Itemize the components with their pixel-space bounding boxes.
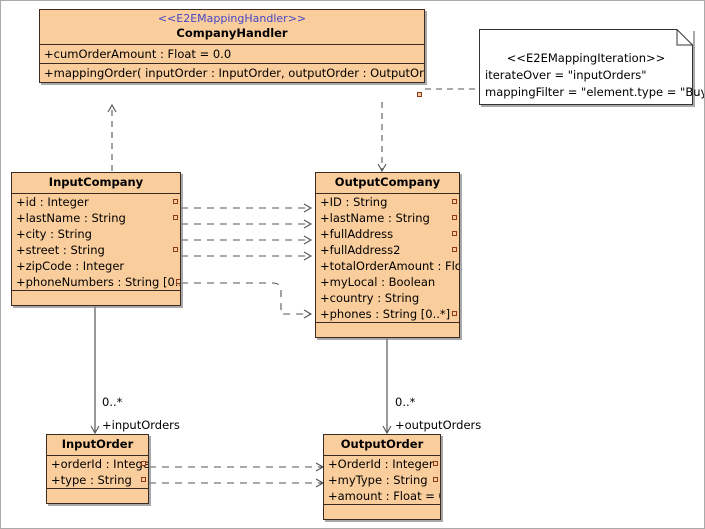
attribute-row[interactable]: +ID : String — [316, 194, 459, 210]
note-content: <<E2EMappingIteration>> iterateOver = "i… — [479, 50, 705, 101]
attribute-label: +fullAddress2 — [320, 243, 401, 257]
class-name: OutputOrder — [340, 437, 424, 451]
class-header-company-handler: <<E2EMappingHandler>> CompanyHandler — [40, 10, 424, 45]
class-output-company[interactable]: OutputCompany +ID : String +lastName : S… — [315, 172, 460, 338]
attribute-label: +country : String — [320, 291, 420, 305]
connector-port[interactable] — [452, 215, 457, 220]
attribute-row[interactable]: +myLocal : Boolean — [316, 274, 459, 290]
attributes-compartment: +ID : String +lastName : String +fullAdd… — [316, 194, 459, 323]
attribute-row[interactable]: +myType : String — [324, 472, 440, 488]
attribute-label: +zipCode : Integer — [16, 259, 125, 273]
connector-port[interactable] — [452, 231, 457, 236]
attribute-mapping-links-order — [149, 462, 325, 488]
connector-port[interactable] — [176, 279, 180, 284]
class-stereotype: <<E2EMappingHandler>> — [157, 12, 307, 25]
attributes-compartment: +id : Integer +lastName : String +city :… — [12, 194, 180, 291]
attribute-row[interactable]: +totalOrderAmount : Float — [316, 258, 459, 274]
attribute-row[interactable]: +lastName : String — [12, 210, 180, 226]
operations-compartment — [324, 505, 440, 519]
class-input-order[interactable]: InputOrder +orderId : Integer +type : St… — [46, 434, 149, 504]
attribute-label: +amount : Float = 0.0 — [328, 489, 440, 503]
attribute-row[interactable]: +phoneNumbers : String [0..*] — [12, 274, 180, 290]
association-multiplicity-output: 0..* — [395, 395, 416, 409]
class-output-order[interactable]: OutputOrder +OrderId : Integer +myType :… — [323, 434, 441, 520]
attributes-compartment: +OrderId : Integer +myType : String +amo… — [324, 456, 440, 505]
note-shape — [479, 29, 693, 105]
attribute-row[interactable]: +type : String — [47, 472, 148, 488]
operations-compartment — [47, 489, 148, 503]
connector-port[interactable] — [433, 477, 438, 482]
attribute-label: +street : String — [16, 243, 105, 257]
connector-port[interactable] — [173, 199, 178, 204]
attribute-label: +lastName : String — [16, 211, 126, 225]
attribute-row[interactable]: +lastName : String — [316, 210, 459, 226]
class-header-output-order: OutputOrder — [324, 435, 440, 456]
class-header-input-order: InputOrder — [47, 435, 148, 456]
connector-port[interactable] — [417, 92, 422, 97]
attribute-label: +fullAddress — [320, 227, 394, 241]
class-company-handler[interactable]: <<E2EMappingHandler>> CompanyHandler +cu… — [39, 9, 425, 97]
operations-compartment — [12, 291, 180, 305]
connector-port[interactable] — [173, 247, 178, 252]
attribute-label: +city : String — [16, 227, 92, 241]
attribute-mapping-links-company — [181, 203, 313, 319]
note-line-mapping-filter: mappingFilter = "element.type = "Buy" — [485, 85, 705, 99]
connector-port[interactable] — [141, 477, 146, 482]
attributes-compartment: +orderId : Integer +type : String — [47, 456, 148, 489]
attribute-label: +phoneNumbers : String [0..*] — [16, 275, 180, 289]
attribute-label: +OrderId : Integer — [328, 457, 434, 471]
attribute-row[interactable]: +orderId : Integer — [47, 456, 148, 472]
operations-compartment — [316, 323, 459, 337]
connector-port[interactable] — [141, 461, 146, 466]
attribute-label: +id : Integer — [16, 195, 89, 209]
attribute-row[interactable]: +fullAddress — [316, 226, 459, 242]
connector-port[interactable] — [452, 199, 457, 204]
class-name: InputOrder — [61, 437, 134, 451]
attribute-label: +orderId : Integer — [51, 457, 148, 471]
attribute-label: +lastName : String — [320, 211, 430, 225]
class-header-output-company: OutputCompany — [316, 173, 459, 194]
class-name: CompanyHandler — [176, 26, 288, 40]
note-e2e-mapping-iteration[interactable]: <<E2EMappingIteration>> iterateOver = "i… — [479, 29, 705, 105]
attribute-row[interactable]: +fullAddress2 — [316, 242, 459, 258]
association-multiplicity-input: 0..* — [102, 395, 123, 409]
attribute-row[interactable]: +cumOrderAmount : Float = 0.0 — [44, 47, 232, 61]
attribute-row[interactable]: +country : String — [316, 290, 459, 306]
attribute-label: +ID : String — [320, 195, 388, 209]
class-input-company[interactable]: InputCompany +id : Integer +lastName : S… — [11, 172, 181, 306]
attribute-label: +type : String — [51, 473, 132, 487]
attribute-row[interactable]: +OrderId : Integer — [324, 456, 440, 472]
class-header-input-company: InputCompany — [12, 173, 180, 194]
association-role-input: +inputOrders — [102, 418, 180, 432]
class-name: InputCompany — [48, 175, 144, 189]
attribute-row[interactable]: +street : String — [12, 242, 180, 258]
attribute-label: +myType : String — [328, 473, 428, 487]
attributes-compartment: +cumOrderAmount : Float = 0.0 — [40, 45, 424, 64]
class-name: OutputCompany — [334, 175, 441, 189]
attribute-row[interactable]: +amount : Float = 0.0 — [324, 488, 440, 504]
association-role-output: +outputOrders — [395, 418, 482, 432]
note-line-iterate-over: iterateOver = "inputOrders" — [485, 68, 647, 82]
attribute-label: +phones : String [0..*] — [320, 307, 451, 321]
attribute-row[interactable]: +zipCode : Integer — [12, 258, 180, 274]
attribute-label: +totalOrderAmount : Float — [320, 259, 459, 273]
attribute-row[interactable]: +id : Integer — [12, 194, 180, 210]
attribute-row[interactable]: +phones : String [0..*] — [316, 306, 459, 322]
note-stereotype: <<E2EMappingIteration>> — [506, 51, 666, 65]
connector-port[interactable] — [452, 247, 457, 252]
attribute-label: +myLocal : Boolean — [320, 275, 436, 289]
operation-row[interactable]: +mappingOrder( inputOrder : InputOrder, … — [44, 66, 424, 80]
operations-compartment: +mappingOrder( inputOrder : InputOrder, … — [40, 64, 424, 97]
connector-port[interactable] — [433, 461, 438, 466]
attribute-row[interactable]: +city : String — [12, 226, 180, 242]
connector-port[interactable] — [452, 311, 457, 316]
connector-port[interactable] — [173, 215, 178, 220]
